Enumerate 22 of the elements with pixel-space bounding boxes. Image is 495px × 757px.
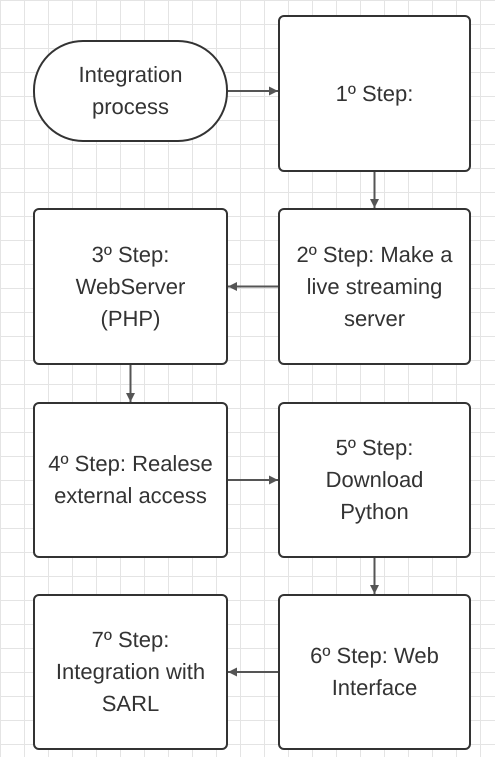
node-text: 2º Step: Make a live streaming server bbox=[295, 240, 454, 332]
arrow bbox=[228, 668, 278, 676]
process-box bbox=[278, 594, 471, 750]
process-box bbox=[33, 208, 228, 365]
process-box bbox=[278, 15, 471, 172]
node-text: 7º Step: Integration with SARL bbox=[54, 626, 206, 718]
node-text: 1º Step: bbox=[336, 80, 414, 108]
process-box bbox=[278, 208, 471, 365]
arrow bbox=[228, 282, 278, 291]
arrow bbox=[370, 172, 379, 208]
arrow bbox=[228, 476, 278, 484]
arrow bbox=[126, 365, 135, 402]
node-text: 6º Step: Web Interface bbox=[309, 642, 440, 702]
node-text: 5º Step: Download Python bbox=[324, 434, 424, 526]
process-box bbox=[33, 402, 228, 558]
arrow bbox=[370, 558, 379, 594]
process-box bbox=[278, 402, 471, 558]
node-text: Integration process bbox=[78, 61, 184, 121]
arrow bbox=[228, 86, 278, 96]
process-box bbox=[33, 594, 228, 750]
node-text: 3º Step: WebServer (PHP) bbox=[74, 240, 186, 332]
node-text: 4º Step: Realese external access bbox=[47, 450, 214, 510]
